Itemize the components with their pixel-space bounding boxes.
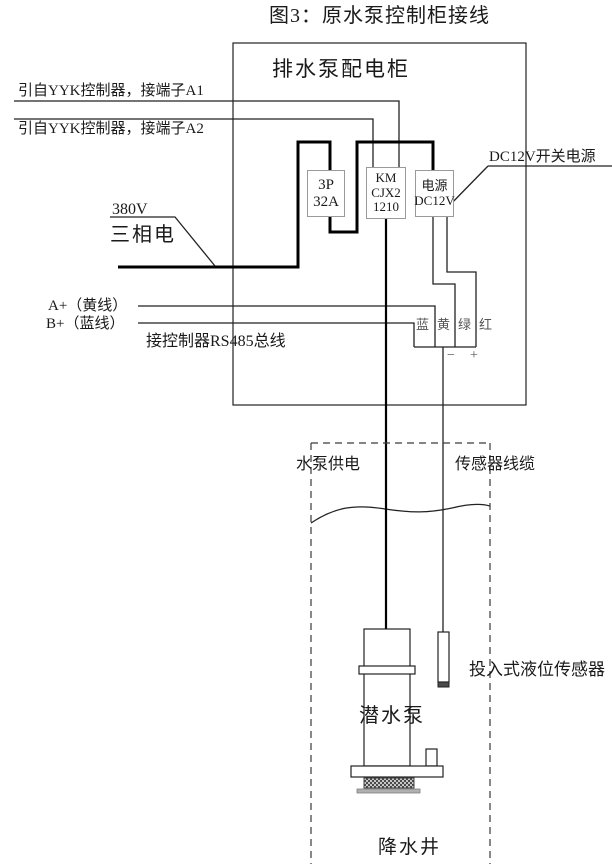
psu-minus-wire [432,215,456,347]
psu-plus-wire [446,215,477,347]
pump-label: 潜水泵 [359,705,425,727]
pump-power-label: 水泵供电 [296,456,361,473]
rs485-label: 接控制器RS485总线 [146,333,286,350]
a-plus-label: A+（黄线） [48,298,128,314]
sensor-body [437,631,450,683]
v380-label: 380V [112,201,148,218]
water-level-curve [310,503,491,524]
sensor-drawing [437,631,450,688]
contactor-line2: CJX2 [371,184,401,200]
sensor-cable-label: 传感器线缆 [455,456,536,473]
a2-label: 引自YYK控制器，接端子A2 [18,121,204,137]
b-plus-wire [138,322,415,347]
terminal-label-green: 绿 [458,317,472,332]
cabinet-box [232,42,527,406]
psu-box: 电源 DC12V [414,170,455,217]
contactor-line1: KM [375,170,397,186]
v380-leader-line [110,216,216,267]
breaker-box: 3P 32A [307,170,345,217]
sensor-tip [437,681,450,688]
terminal-label-red: 红 [479,317,493,332]
a-plus-wire [138,305,436,347]
a2-wire [14,118,374,168]
pump-intake-screen [363,777,415,789]
pump-base-plate [350,765,444,778]
a1-label: 引自YYK控制器，接端子A1 [18,83,204,99]
breaker-line1: 3P [318,176,334,193]
cabinet-label: 排水泵配电柜 [272,57,410,81]
breaker-line2: 32A [313,193,339,210]
well-label: 降水井 [378,837,442,858]
terminal-label-yellow: 黄 [437,317,451,332]
diagram-title: 图3：原水泵控制柜接线 [269,5,490,27]
pump-drawing [350,628,444,794]
well-dashed-box [310,442,491,864]
dc12v-psu-label: DC12V开关电源 [489,149,596,165]
pump-clamp-band [358,665,416,675]
contactor-line3: 1210 [373,199,399,215]
three-phase-label: 三相电 [110,224,176,246]
breaker-to-psu-wire [328,140,435,234]
psu-line2: DC12V [414,192,455,208]
power-wires [118,140,435,269]
terminal-label-blue: 蓝 [416,317,430,332]
a1-wire [14,100,400,168]
contactor-box: KM CJX2 1210 [366,167,406,219]
psu-line1: 电源 [421,177,448,193]
pump-body [363,628,411,767]
b-plus-label: B+（蓝线） [46,316,125,332]
mains-in-wire [118,140,332,269]
pump-outlet [425,748,438,767]
minus-sign: − [447,348,455,363]
plus-sign: + [470,348,478,363]
level-sensor-label: 投入式液位传感器 [469,660,605,679]
thin-wires [14,100,612,632]
pump-base-bar [356,788,421,794]
